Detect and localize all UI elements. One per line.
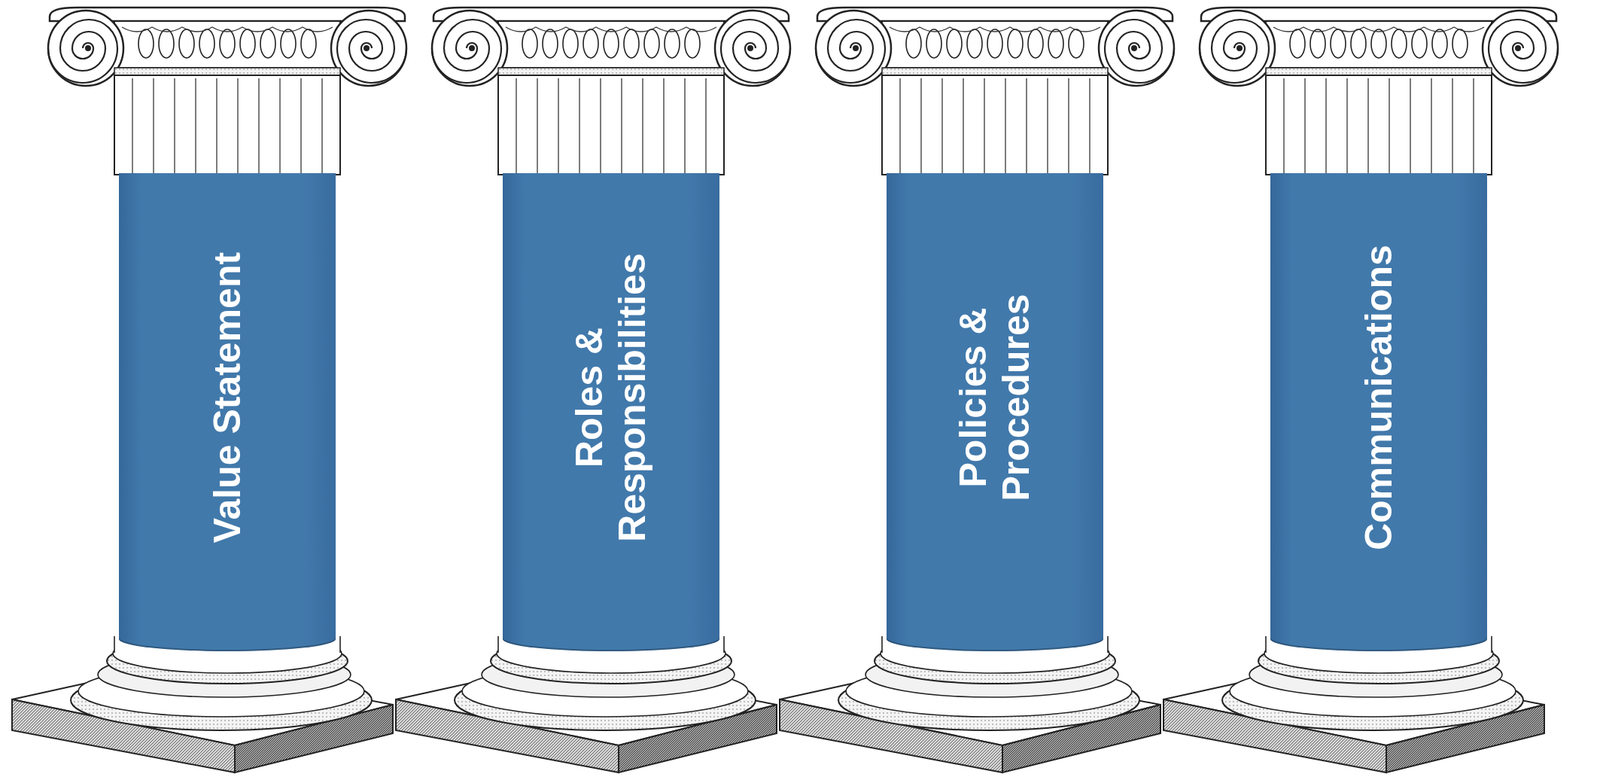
ionic-capital: [1199, 7, 1558, 175]
column-label: Value Statement: [206, 209, 250, 586]
column-shaft: Policies & Procedures: [886, 173, 1104, 651]
column-base: [1163, 633, 1545, 773]
ionic-capital: [48, 7, 407, 175]
column-base: [779, 633, 1161, 773]
column-label: Policies & Procedures: [952, 209, 1038, 586]
column-shaft: Roles & Responsibilities: [502, 173, 720, 651]
column-label: Roles & Responsibilities: [568, 209, 654, 586]
column-shaft: Communications: [1270, 173, 1488, 651]
column-label: Communications: [1357, 209, 1401, 586]
column-shaft: Value Statement: [118, 173, 336, 651]
ionic-capital: [815, 7, 1175, 175]
ionic-capital: [431, 7, 791, 175]
column-base: [12, 633, 393, 773]
column-base: [395, 633, 777, 773]
